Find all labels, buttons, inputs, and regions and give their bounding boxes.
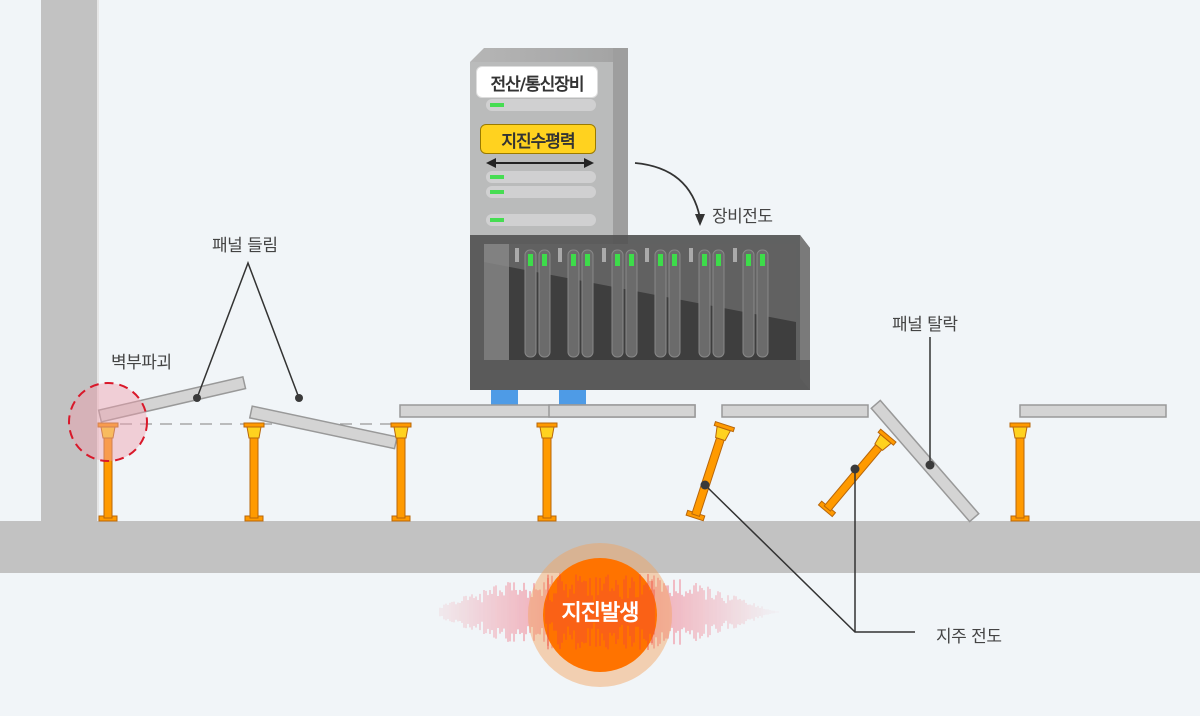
equipment-label: 전산/통신장비 (476, 66, 598, 98)
status-led (528, 254, 533, 266)
status-led (702, 254, 707, 266)
wall (41, 0, 99, 525)
pedestal (817, 428, 897, 518)
floor-panels (97, 375, 1167, 523)
pedestals (97, 421, 1031, 522)
status-led (672, 254, 677, 266)
server-blade (538, 249, 551, 358)
status-led (716, 254, 721, 266)
floor-panel (548, 404, 696, 418)
pedestal (536, 422, 558, 522)
status-led (746, 254, 751, 266)
leader-lines (196, 260, 931, 633)
pedestal (390, 422, 412, 522)
server-blade (654, 249, 667, 358)
label-panel-dislodge: 패널 탈락 (892, 315, 958, 335)
server-blade (742, 249, 755, 358)
status-led (615, 254, 620, 266)
server-blade (567, 249, 580, 358)
overturn-arrow-icon (634, 162, 705, 226)
rack-rail (515, 248, 519, 262)
status-led (629, 254, 634, 266)
wall-damage-marker (68, 382, 148, 462)
floor-panel (721, 404, 869, 418)
rack-rail (645, 248, 649, 262)
server-blade (756, 249, 769, 358)
floor-panel (870, 399, 980, 523)
pedestal (1009, 422, 1031, 522)
floor-panel (248, 405, 398, 450)
floor-panel (1019, 404, 1167, 418)
label-panel-lift: 패널 들림 (212, 236, 278, 256)
rack-rail (733, 248, 737, 262)
server-blade (625, 249, 638, 358)
status-led (760, 254, 765, 266)
pedestal (97, 422, 119, 522)
horizontal-force-arrow-icon (486, 158, 594, 168)
server-blade (698, 249, 711, 358)
rack-rail (602, 248, 606, 262)
rack-rail (689, 248, 693, 262)
seismic-force-label: 지진수평력 (480, 124, 596, 154)
server-blade (524, 249, 537, 358)
label-wall-damage: 벽부파괴 (111, 353, 172, 373)
status-led (542, 254, 547, 266)
server-blade (581, 249, 594, 358)
status-led (571, 254, 576, 266)
seismic-wave-core (545, 574, 655, 650)
server-blade (611, 249, 624, 358)
pedestal (243, 422, 265, 522)
label-support-overturn: 지주 전도 (936, 627, 1002, 647)
leader-dots (193, 394, 935, 490)
rack-rail (558, 248, 562, 262)
server-blade (712, 249, 725, 358)
label-equipment-overturn: 장비전도 (712, 207, 773, 227)
label-earthquake: 지진발생 (561, 601, 640, 626)
server-rack-toppled (470, 235, 810, 390)
status-led (658, 254, 663, 266)
floor-panel (97, 375, 247, 423)
server-blade (668, 249, 681, 358)
pedestal (685, 421, 736, 522)
status-led (585, 254, 590, 266)
